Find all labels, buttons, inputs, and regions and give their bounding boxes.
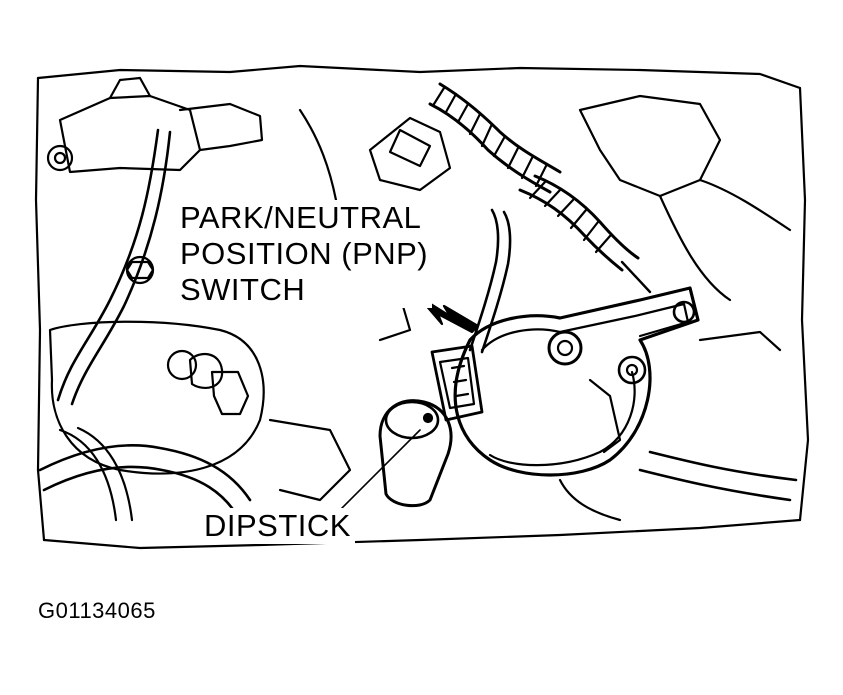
right-upper-housing <box>578 94 722 198</box>
pnp-switch-body <box>453 286 700 477</box>
pnp-switch-callout: PARK/NEUTRAL POSITION (PNP) SWITCH <box>176 200 433 308</box>
dipstick-leader <box>339 429 421 511</box>
top-connector <box>368 116 452 192</box>
lower-left-hose-b <box>58 428 118 522</box>
linkage-nut <box>672 300 696 324</box>
left-hose <box>56 128 160 402</box>
pnp-callout-line-2: POSITION (PNP) <box>180 236 429 271</box>
wire-clamp <box>210 370 250 416</box>
pnp-callout-line-3: SWITCH <box>180 272 306 307</box>
engine-outline-bottom <box>42 518 802 550</box>
pnp-adjust-bolt <box>617 355 647 385</box>
engine-outline-right <box>798 86 810 522</box>
corrugated-hose-top <box>438 82 562 174</box>
lower-left-hose-a <box>38 443 252 502</box>
upper-left-bracket <box>58 94 202 174</box>
dipstick-callout: DIPSTICK <box>200 508 355 544</box>
lower-right-hose <box>638 468 792 502</box>
pnp-callout-line-1: PARK/NEUTRAL <box>180 200 422 235</box>
pnp-connector <box>430 344 484 422</box>
figure-id: G01134065 <box>38 598 156 623</box>
pnp-pivot-bolt <box>547 330 583 366</box>
dipstick-tube <box>378 399 453 508</box>
left-cover <box>48 320 265 475</box>
engine-outline-left <box>34 76 46 542</box>
engine-outline-top <box>36 64 802 90</box>
pnp-arrow <box>416 294 480 334</box>
shift-cable-boot <box>518 188 624 272</box>
upper-left-bolt <box>46 144 74 172</box>
